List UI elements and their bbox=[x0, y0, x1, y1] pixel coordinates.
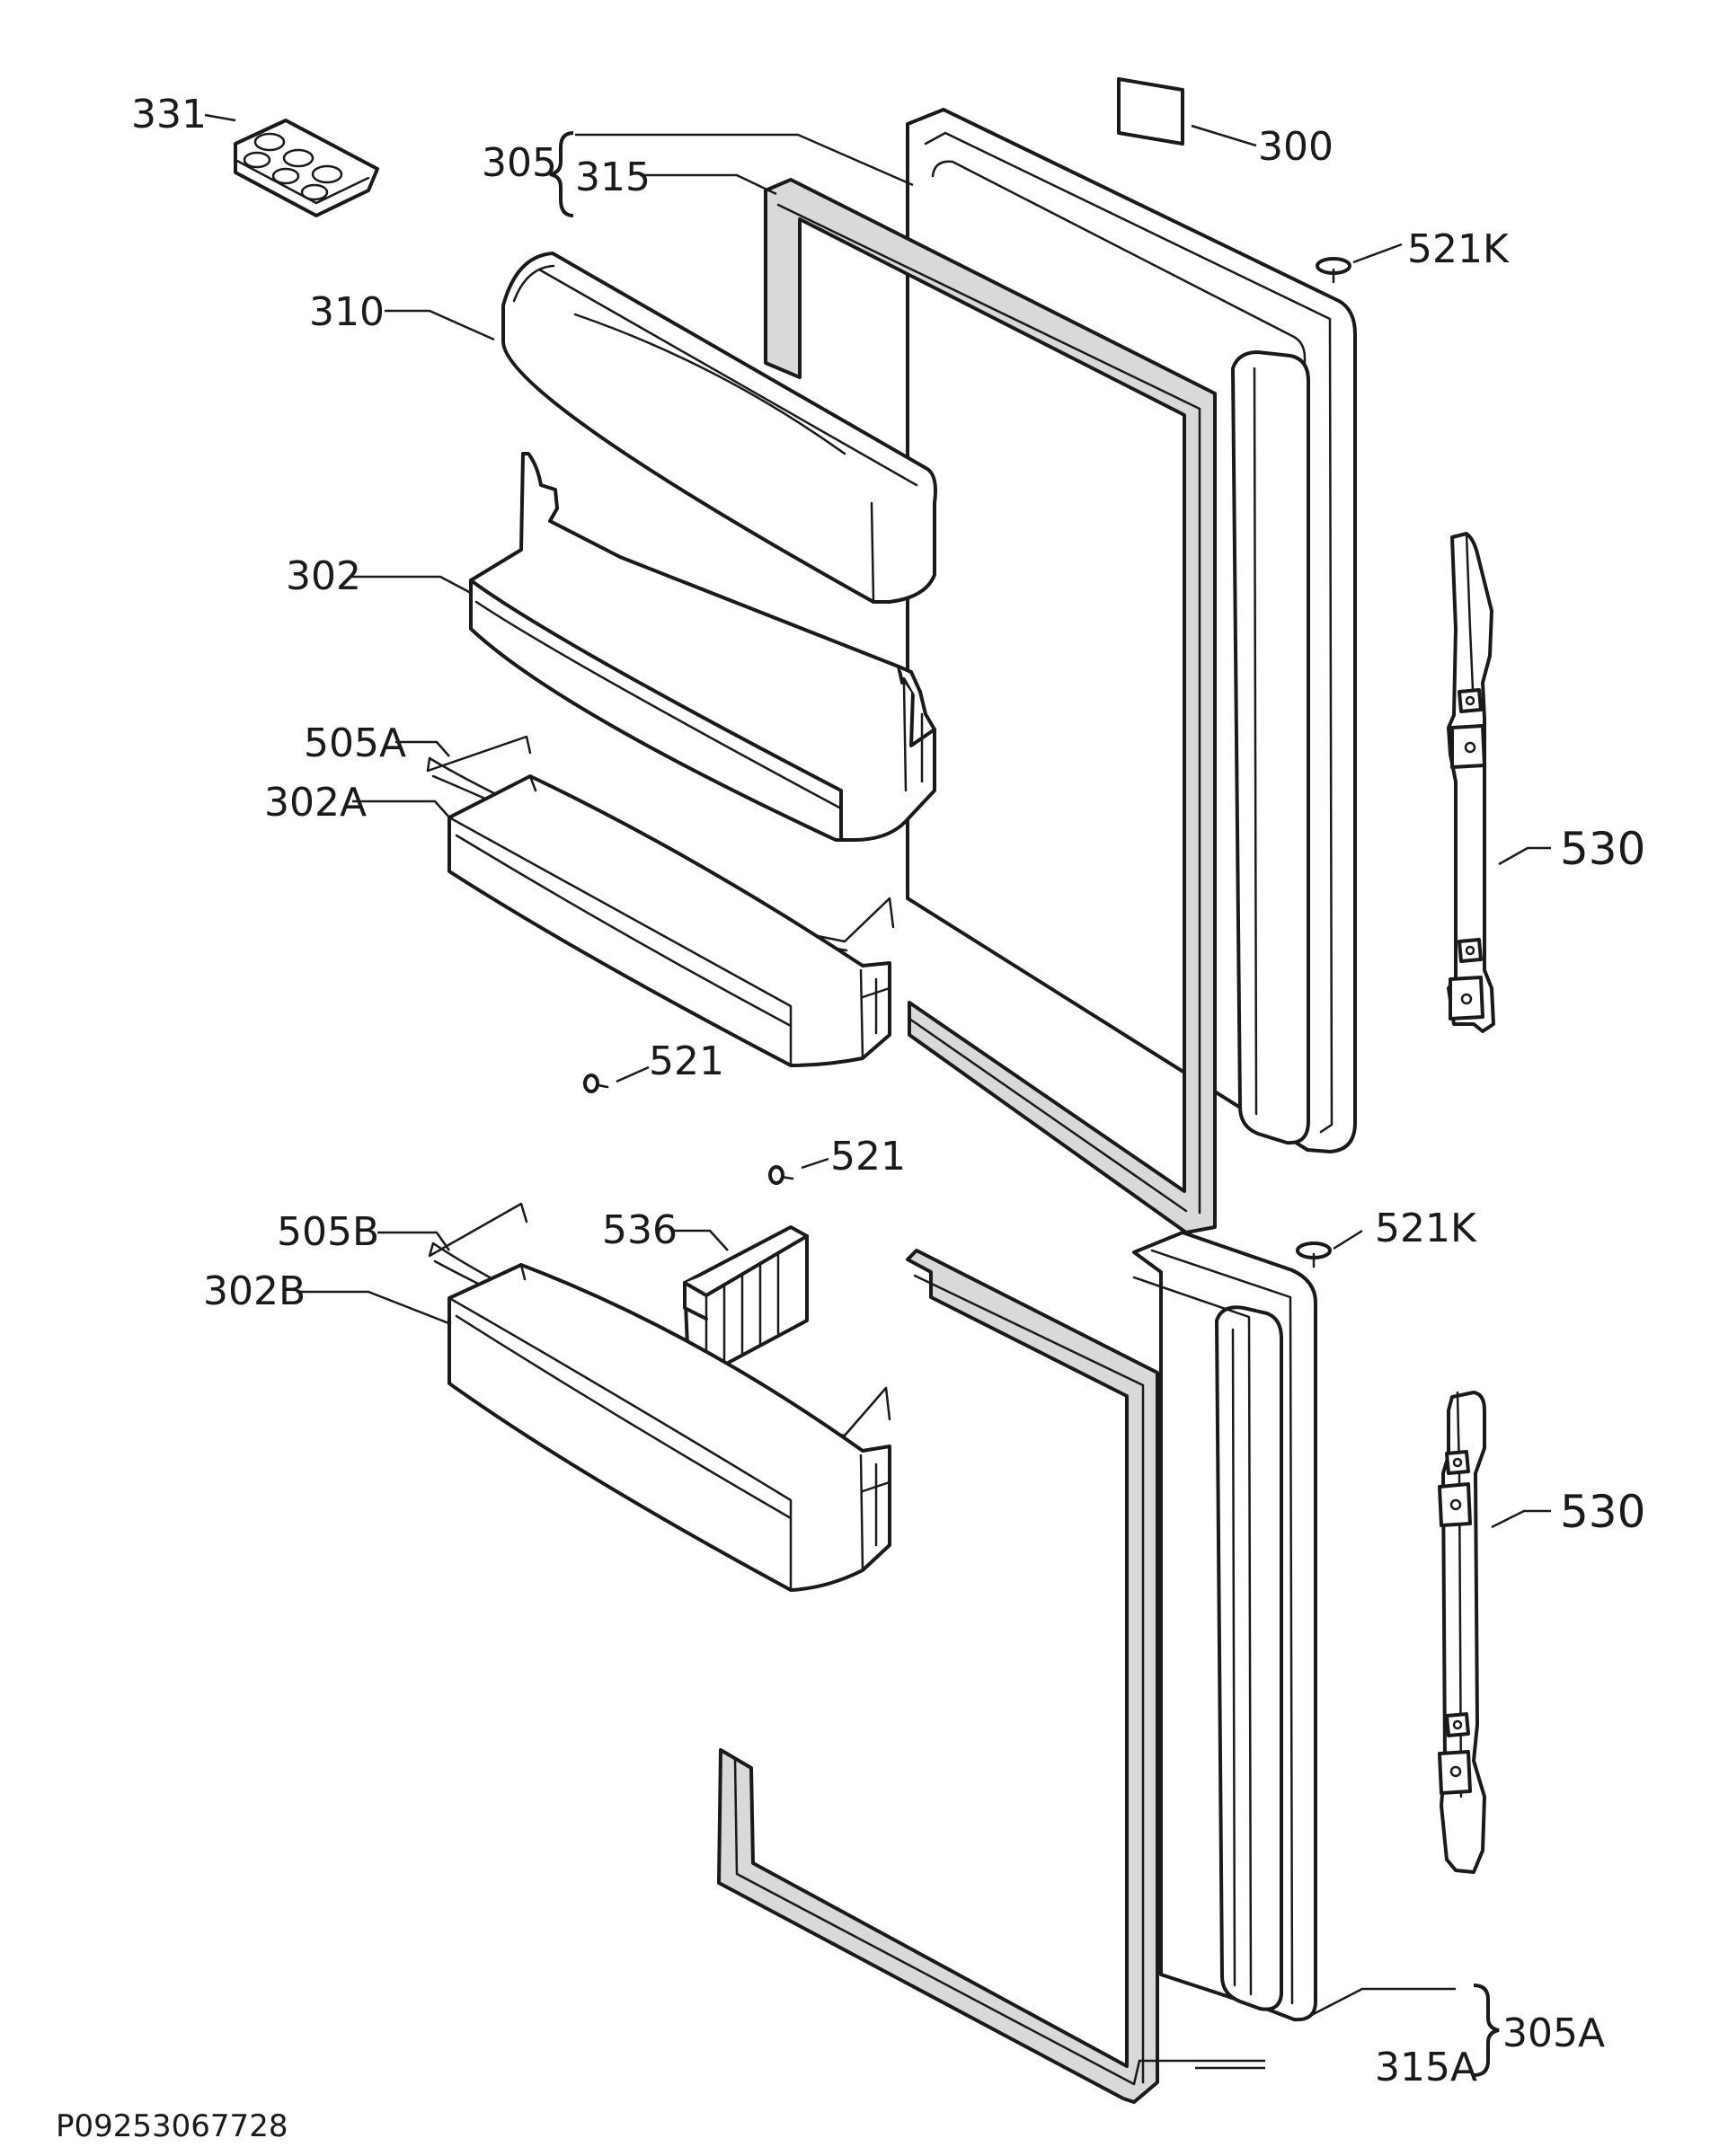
drawing-code: P09253067728 bbox=[56, 2108, 288, 2144]
screw-521k-mid bbox=[1296, 1241, 1332, 1268]
lower-gasket-315a bbox=[717, 1249, 1159, 2104]
label-530-bottom: 530 bbox=[1560, 1486, 1645, 1538]
label-521k-top: 521K bbox=[1407, 226, 1510, 272]
label-305a: 305A bbox=[1502, 2010, 1605, 2056]
label-302: 302 bbox=[286, 553, 361, 599]
label-536: 536 bbox=[602, 1207, 678, 1253]
door-shelf-302a bbox=[447, 774, 891, 1067]
label-315a: 315A bbox=[1375, 2045, 1477, 2090]
hinge-530-top bbox=[1447, 532, 1495, 1033]
upper-gasket-315 bbox=[764, 178, 1217, 1234]
lower-door-panel-305a bbox=[1132, 1231, 1317, 2022]
egg-tray-331 bbox=[234, 119, 379, 217]
door-shelf-302b bbox=[447, 1263, 891, 1592]
screw-521k-top bbox=[1316, 257, 1351, 284]
label-331: 331 bbox=[131, 92, 207, 137]
label-505b: 505B bbox=[277, 1209, 379, 1255]
label-305: 305 bbox=[482, 140, 557, 186]
upper-door-panel-305 bbox=[906, 108, 1357, 1153]
label-521-a: 521 bbox=[649, 1038, 724, 1084]
label-530-top: 530 bbox=[1560, 823, 1645, 875]
label-302b: 302B bbox=[203, 1268, 306, 1314]
bottle-stopper-536 bbox=[683, 1225, 809, 1376]
label-302a: 302A bbox=[264, 780, 367, 826]
label-315: 315 bbox=[575, 155, 651, 200]
label-521k-mid: 521K bbox=[1375, 1206, 1477, 1251]
label-505a: 505A bbox=[304, 720, 406, 766]
label-521-b: 521 bbox=[830, 1134, 906, 1180]
screw-521-a bbox=[582, 1074, 609, 1093]
label-310: 310 bbox=[309, 289, 385, 335]
dairy-cover-310 bbox=[501, 252, 937, 604]
hinge-530-bottom bbox=[1438, 1391, 1486, 1874]
rating-plate-300 bbox=[1117, 77, 1184, 146]
screw-521-b bbox=[767, 1165, 794, 1185]
label-300: 300 bbox=[1258, 124, 1334, 170]
door-shelf-302 bbox=[469, 452, 936, 842]
